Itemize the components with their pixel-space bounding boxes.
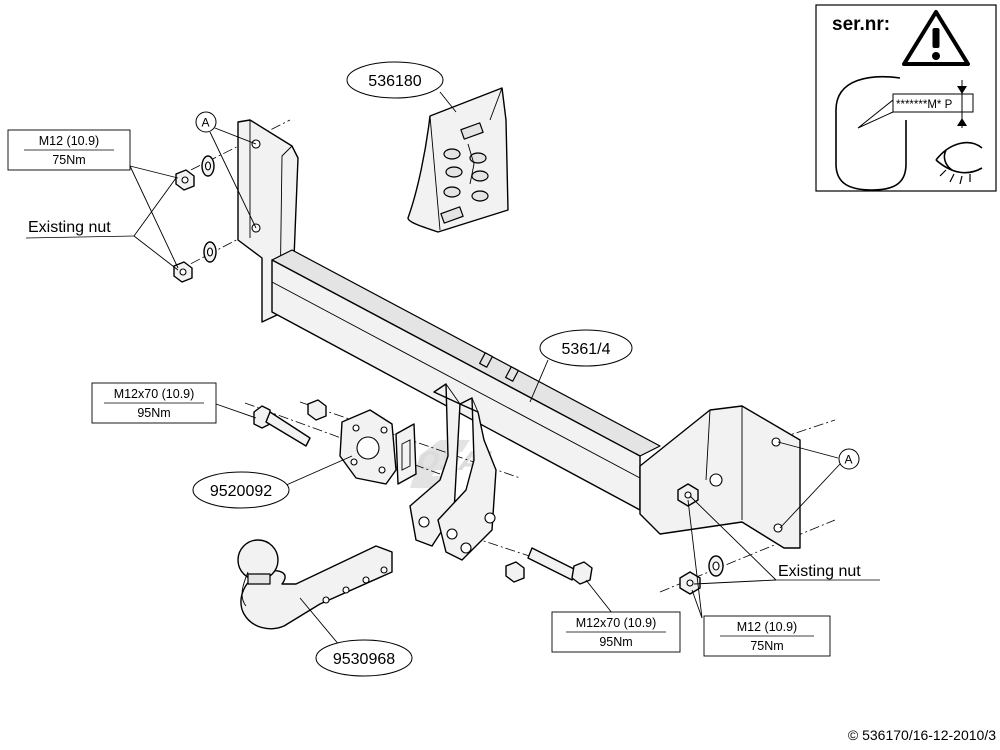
spec-box-right-nut: M12 (10.9) 75Nm [703, 615, 831, 657]
hook-bracket [409, 383, 497, 561]
specs-left-nut-torque: 75Nm [52, 153, 85, 167]
specs-left-bolt-torque: 95Nm [137, 406, 170, 420]
right-nut-bottom [679, 571, 701, 595]
label-5361-4: 5361/4 [539, 329, 633, 367]
left-bolt [253, 405, 311, 447]
right-bolt-nut [505, 561, 525, 583]
crossbar [271, 249, 661, 511]
plate-text: *******M* P [896, 99, 953, 111]
part-labels-socket-plate: 9520092 [210, 483, 272, 500]
left-nut-top [175, 169, 195, 191]
eye-icon [935, 141, 983, 185]
serial-title: ser.nr: [832, 14, 890, 35]
part-labels-crossbar: 5361/4 [562, 341, 611, 358]
marker-a-left: A [195, 111, 217, 133]
markers-left: A [202, 116, 210, 130]
callouts-existing-nut-left: Existing nut [28, 219, 111, 236]
left-washer-bottom [203, 241, 217, 263]
specs-right-bolt-torque: 95Nm [599, 635, 632, 649]
specs-left-nut-size: M12 (10.9) [39, 134, 99, 148]
copyright-footer: © 536170/16-12-2010/3 [848, 727, 996, 743]
bracket-set-detail [407, 87, 509, 233]
marker-a-right: A [838, 448, 860, 470]
right-side-bracket [639, 405, 801, 549]
left-bolt-nut [307, 399, 327, 421]
callout-existing-nut-left: Existing nut [25, 219, 135, 239]
towbar-silhouette [835, 75, 907, 191]
part-labels-bracket-set: 536180 [368, 73, 421, 90]
id-plate [892, 93, 974, 113]
label-9530968: 9530968 [315, 639, 413, 677]
specs-right-bolt-size: M12x70 (10.9) [576, 616, 657, 630]
callout-existing-nut-right: Existing nut [776, 563, 880, 581]
label-536180: 536180 [346, 61, 444, 99]
right-nut-top [677, 483, 699, 507]
left-washer-top [201, 155, 215, 177]
specs-left-bolt-size: M12x70 (10.9) [114, 387, 195, 401]
right-washer-bottom [708, 555, 724, 577]
specs-right-nut-size: M12 (10.9) [737, 620, 797, 634]
plate-height-arrows [957, 80, 967, 128]
markers-right: A [845, 453, 853, 467]
socket-plate [339, 409, 417, 485]
tow-ball [237, 539, 393, 630]
spec-box-right-bolt: M12x70 (10.9) 95Nm [551, 611, 681, 653]
left-nut-bottom [173, 261, 193, 283]
label-9520092: 9520092 [192, 471, 290, 509]
specs-right-nut-torque: 75Nm [750, 639, 783, 653]
right-bolt [527, 547, 593, 585]
warning-triangle-icon [902, 10, 970, 66]
serial-number-box: ser.nr: *******M* P [815, 4, 997, 192]
callouts-existing-nut-right: Existing nut [778, 563, 861, 580]
spec-box-left-nut: M12 (10.9) 75Nm [7, 129, 131, 171]
part-labels-tow-ball: 9530968 [333, 651, 395, 668]
spec-box-left-bolt: M12x70 (10.9) 95Nm [91, 382, 217, 424]
